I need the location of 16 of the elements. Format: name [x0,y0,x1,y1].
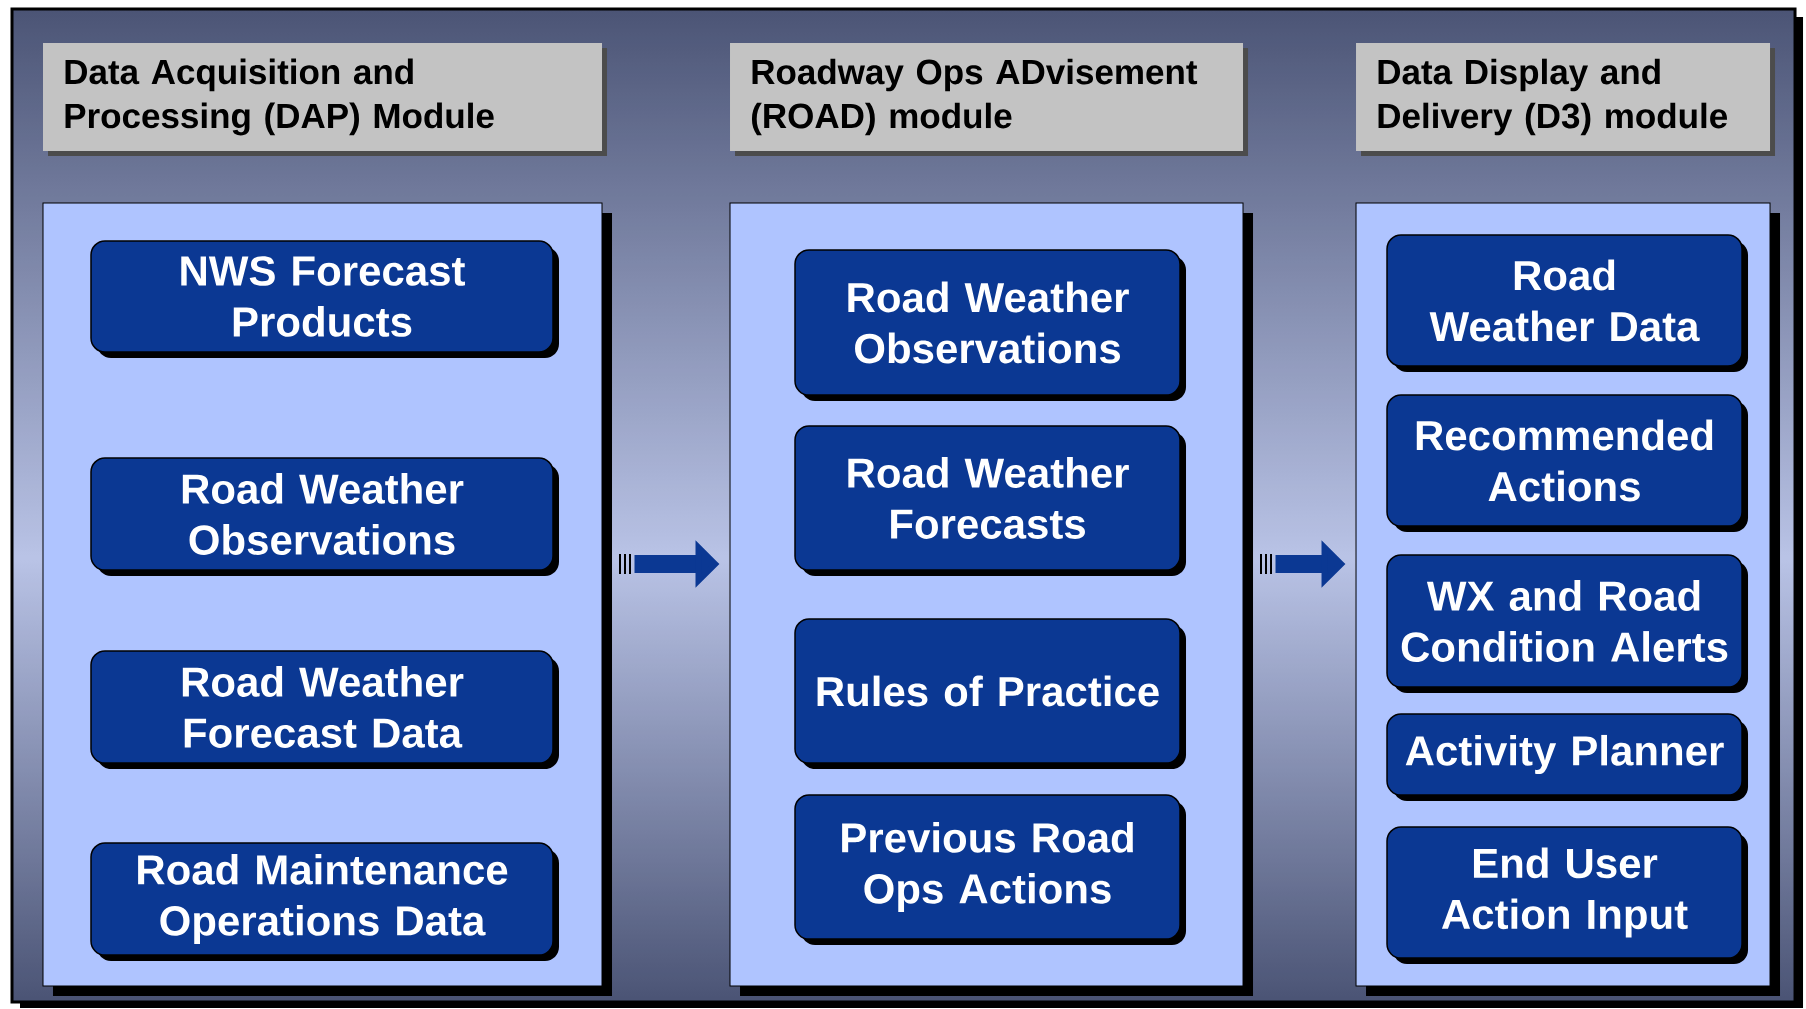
item-box: Recommended Actions [1386,394,1748,532]
item-box: Activity Planner [1386,713,1748,801]
item-box: Road Weather Forecasts [794,425,1186,576]
module-header: Roadway Ops ADvisement (ROAD) module [730,43,1248,156]
module-header: Data Display and Delivery (D3) module [1356,43,1775,156]
item-box: Previous Road Ops Actions [794,794,1186,945]
item-box: Road Weather Observations [90,457,559,576]
item-box: NWS Forecast Products [90,240,559,358]
item-box: Rules of Practice [794,618,1186,769]
module-header: Data Acquisition and Processing (DAP) Module [43,43,607,156]
item-box: Road Weather Forecast Data [90,650,559,769]
item-box: End User Action Input [1386,826,1748,964]
item-box: Road Weather Observations [794,249,1186,401]
item-box: Road Weather Data [1386,234,1748,372]
item-box: Road Maintenance Operations Data [90,842,559,961]
item-box: WX and Road Condition Alerts [1386,554,1748,693]
